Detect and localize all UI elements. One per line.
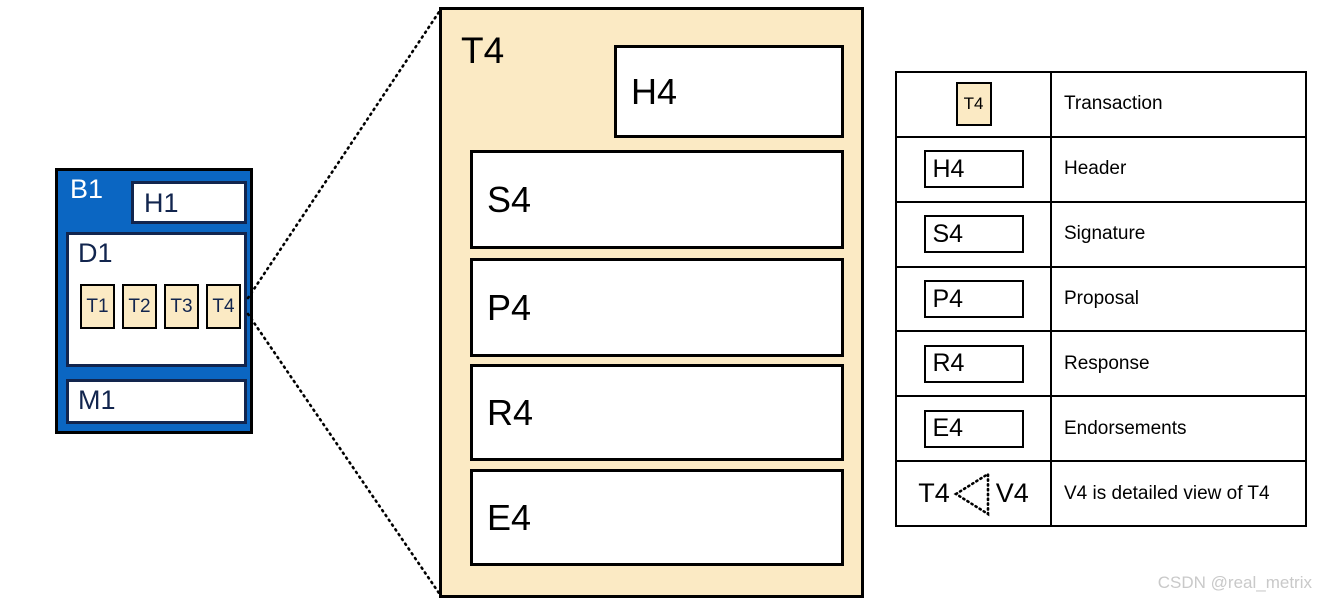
block-header-h1-label: H1 bbox=[144, 188, 179, 218]
detail-box-e4-label: E4 bbox=[487, 496, 532, 538]
transaction-box-t1[interactable]: T1 bbox=[80, 284, 115, 329]
detail-box-p4-label: P4 bbox=[487, 286, 532, 328]
legend-text-response: Response bbox=[1064, 352, 1150, 374]
legend-symbol-transaction: T4 bbox=[897, 73, 1052, 136]
legend-row-signature: S4 Signature bbox=[897, 202, 1305, 268]
legend-swatch-t4: T4 bbox=[955, 82, 992, 127]
legend-symbol-proposal: P4 bbox=[897, 267, 1052, 331]
legend-swatch-p4: P4 bbox=[923, 280, 1024, 318]
connector-line-bottom bbox=[246, 312, 443, 598]
legend-text-endorsements: Endorsements bbox=[1064, 417, 1187, 439]
block-b1: B1 H1 D1 T1 T2 T3 T4 M1 bbox=[55, 168, 253, 434]
block-header-h1: H1 bbox=[131, 181, 247, 224]
legend-text-proposal: Proposal bbox=[1064, 288, 1139, 309]
transaction-box-t2[interactable]: T2 bbox=[122, 284, 157, 329]
transaction-list: T1 T2 T3 T4 bbox=[80, 284, 241, 329]
detail-box-h4[interactable]: H4 bbox=[614, 45, 844, 138]
legend-text-header: Header bbox=[1064, 158, 1127, 180]
legend-row-proposal: P4 Proposal bbox=[897, 267, 1305, 333]
block-data-d1-label: D1 bbox=[78, 238, 113, 268]
legend-text-signature: Signature bbox=[1064, 223, 1146, 245]
legend-relation-left-label: T4 bbox=[918, 478, 950, 509]
detail-panel-t4: T4 H4 S4 P4 R4 E4 bbox=[439, 7, 864, 598]
legend-swatch-s4: S4 bbox=[923, 215, 1024, 254]
block-b1-label: B1 bbox=[70, 174, 104, 204]
detail-box-p4[interactable]: P4 bbox=[470, 258, 844, 357]
legend-symbol-detail-view: T4 V4 bbox=[897, 462, 1052, 526]
legend-relation-group: T4 V4 bbox=[918, 470, 1029, 518]
legend-row-endorsements: E4 Endorsements bbox=[897, 397, 1305, 463]
legend-text-transaction: Transaction bbox=[1064, 93, 1163, 115]
detail-box-e4[interactable]: E4 bbox=[470, 469, 844, 566]
legend-swatch-h4: H4 bbox=[923, 150, 1024, 189]
detail-box-h4-label: H4 bbox=[631, 70, 678, 112]
transaction-box-t4[interactable]: T4 bbox=[206, 284, 241, 329]
transaction-box-t3[interactable]: T3 bbox=[164, 284, 199, 329]
legend-swatch-e4: E4 bbox=[923, 409, 1024, 448]
watermark: CSDN @real_metrix bbox=[1157, 573, 1312, 592]
legend-symbol-endorsements: E4 bbox=[897, 397, 1052, 461]
block-metadata-m1-label: M1 bbox=[78, 385, 116, 415]
detail-box-s4[interactable]: S4 bbox=[470, 150, 844, 249]
legend-row-transaction: T4 Transaction bbox=[897, 73, 1305, 138]
legend-symbol-response: R4 bbox=[897, 332, 1052, 396]
detail-view-triangle-icon bbox=[953, 471, 990, 516]
block-metadata-m1: M1 bbox=[66, 379, 247, 424]
legend-swatch-r4: R4 bbox=[923, 344, 1024, 383]
block-data-d1: D1 T1 T2 T3 T4 bbox=[66, 232, 247, 367]
connector-line-top bbox=[246, 7, 443, 300]
legend-symbol-signature: S4 bbox=[897, 202, 1052, 266]
detail-box-r4[interactable]: R4 bbox=[470, 364, 844, 461]
legend-row-header: H4 Header bbox=[897, 137, 1305, 203]
legend-table: T4 Transaction H4 Header S4 Signature P4… bbox=[895, 71, 1307, 527]
detail-panel-title: T4 bbox=[461, 30, 505, 71]
detail-box-s4-label: S4 bbox=[487, 178, 532, 220]
legend-symbol-header: H4 bbox=[897, 137, 1052, 201]
detail-box-r4-label: R4 bbox=[487, 391, 534, 433]
legend-row-detail-view: T4 V4 V4 is detailed view of T4 bbox=[897, 462, 1305, 526]
legend-relation-right-label: V4 bbox=[995, 478, 1029, 509]
legend-text-detail-view: V4 is detailed view of T4 bbox=[1064, 482, 1270, 504]
legend-row-response: R4 Response bbox=[897, 332, 1305, 398]
